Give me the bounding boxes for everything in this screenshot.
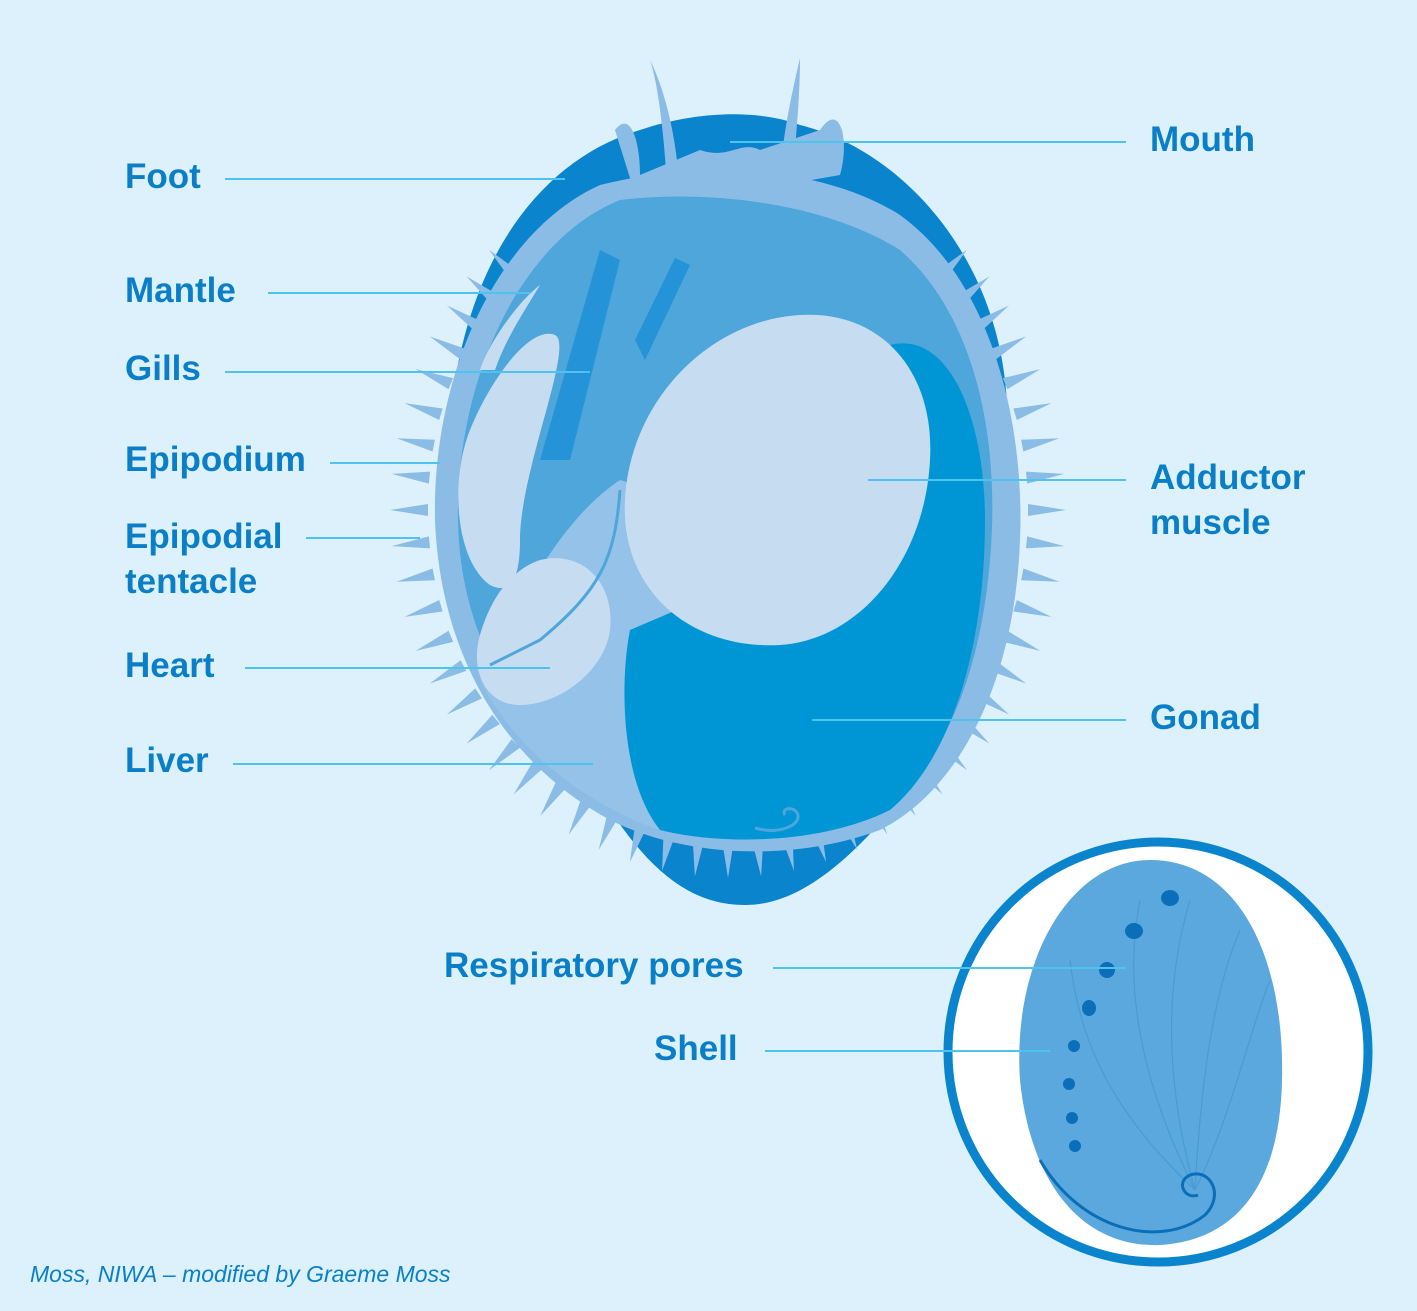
shell-spiral (1038, 1159, 1216, 1234)
leader-lines (225, 141, 1126, 1052)
shell-growth-lines (1069, 899, 1271, 1191)
epipodial-tentacle-spike (488, 739, 521, 771)
label-heart: Heart (125, 646, 215, 685)
label-gills: Gills (125, 349, 201, 388)
epipodial-tentacle-spike (404, 600, 443, 617)
label-mantle: Mantle (125, 271, 236, 310)
label-foot: Foot (125, 157, 201, 196)
anus-curl (754, 807, 800, 832)
label-epipodium: Epipodium (125, 440, 306, 479)
label-adductor-line1: Adductor (1150, 458, 1306, 497)
label-mouth: Mouth (1150, 120, 1255, 159)
epipodium-lobe (458, 333, 560, 588)
label-adductor-line2: muscle (1150, 503, 1271, 542)
mantle-edge (480, 285, 540, 370)
shell (1019, 860, 1283, 1246)
epipodial-tentacle-spike (540, 781, 567, 816)
epipodial-tentacle-spike (598, 812, 619, 850)
label-epipodial-tentacle: Epipodial tentacle (125, 514, 283, 604)
epipodial-tentacle-spike (1021, 568, 1060, 582)
epipodial-tentacle-spike (429, 336, 467, 360)
label-epipodial-tentacle-line2: tentacle (125, 562, 258, 601)
epipodial-tentacle-spike (1013, 600, 1052, 617)
epipodial-tentacle-spike (415, 630, 454, 651)
epipodial-tentacle-spike (1021, 438, 1060, 452)
epipodial-tentacle-spike (568, 798, 592, 835)
epipodial-tentacle-spike (396, 438, 435, 452)
epipodial-tentacle-spike (446, 305, 482, 332)
epipodial-tentacle-spike (429, 660, 467, 684)
epipodial-tentacle-spike (1025, 471, 1065, 484)
epipodial-tentacle-spike (1025, 536, 1065, 549)
label-epipodial-tentacle-line1: Epipodial (125, 517, 283, 556)
respiratory-pores (1063, 890, 1179, 1152)
epipodial-tentacle-spike (391, 471, 431, 484)
epipodial-tentacle-spike (1013, 403, 1052, 420)
epipodial-tentacle-spike (446, 688, 482, 715)
epipodial-tentacle-spike (1002, 630, 1041, 651)
label-shell: Shell (654, 1029, 738, 1068)
epipodial-tentacle-spike (396, 568, 435, 582)
epipodial-tentacle-spike (629, 824, 647, 863)
image-credit: Moss, NIWA – modified by Graeme Moss (30, 1261, 451, 1287)
epipodial-tentacle-spike (1002, 369, 1041, 390)
epipodial-tentacle-spike (662, 832, 676, 871)
epipodial-tentacle-spike (390, 504, 428, 516)
epipodial-tentacle-spike (404, 403, 443, 420)
intestine (489, 489, 622, 667)
label-adductor-muscle: Adductor muscle (1150, 455, 1306, 545)
epipodial-tentacle-spike (1028, 504, 1066, 516)
epipodial-tentacle-spike (513, 761, 543, 795)
epipodial-tentacle-spike (989, 336, 1027, 360)
label-liver: Liver (125, 741, 209, 780)
epipodial-tentacle-spike (466, 714, 500, 744)
epipodial-tentacle-spike (391, 536, 431, 549)
label-gonad: Gonad (1150, 698, 1261, 737)
epipodial-tentacle-spike (415, 369, 454, 390)
adductor-muscle (624, 314, 931, 646)
gills-right (635, 258, 690, 360)
gills (540, 250, 620, 460)
label-respiratory-pores: Respiratory pores (444, 946, 744, 985)
